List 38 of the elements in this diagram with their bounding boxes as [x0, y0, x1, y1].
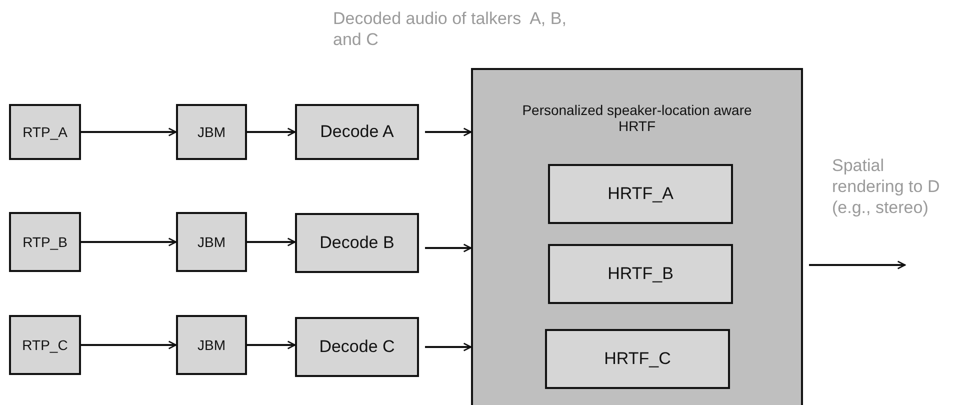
box-label: JBM [198, 337, 226, 353]
box-label: RTP_A [22, 124, 68, 140]
arrow [81, 128, 177, 136]
arrow [81, 340, 177, 350]
process-box [9, 212, 81, 272]
arrow [425, 244, 472, 252]
process-box [295, 213, 419, 273]
process-box [176, 315, 247, 375]
process-box [295, 104, 419, 160]
process-box [545, 329, 730, 389]
box-label: Decode A [320, 122, 394, 142]
process-box [548, 164, 733, 224]
process-box [295, 317, 419, 377]
processing-block [471, 68, 803, 405]
process-box [176, 212, 247, 272]
annotation-text: Decoded audio of talkers A, B, and C [333, 8, 568, 50]
process-box [548, 244, 733, 304]
annotation-text: Spatial rendering to D (e.g., stereo) [832, 155, 941, 218]
arrow [425, 342, 472, 352]
process-box [9, 104, 81, 160]
box-label: JBM [198, 124, 226, 140]
box-label: RTP_C [22, 337, 68, 353]
arrow [81, 238, 177, 246]
arrow [425, 128, 472, 136]
box-label: Decode C [319, 337, 395, 357]
arrow [247, 128, 296, 136]
arrow [247, 340, 296, 350]
arrow [247, 238, 296, 246]
process-box [176, 104, 247, 160]
box-label: HRTF_A [608, 184, 674, 204]
arrow [809, 260, 906, 270]
block-title: Personalized speaker-location aware HRTF [521, 102, 753, 134]
box-label: JBM [198, 234, 226, 250]
box-label: HRTF_B [608, 264, 674, 284]
box-label: RTP_B [22, 234, 68, 250]
box-label: HRTF_C [604, 349, 671, 369]
box-label: Decode B [320, 233, 394, 253]
process-box [9, 315, 81, 375]
